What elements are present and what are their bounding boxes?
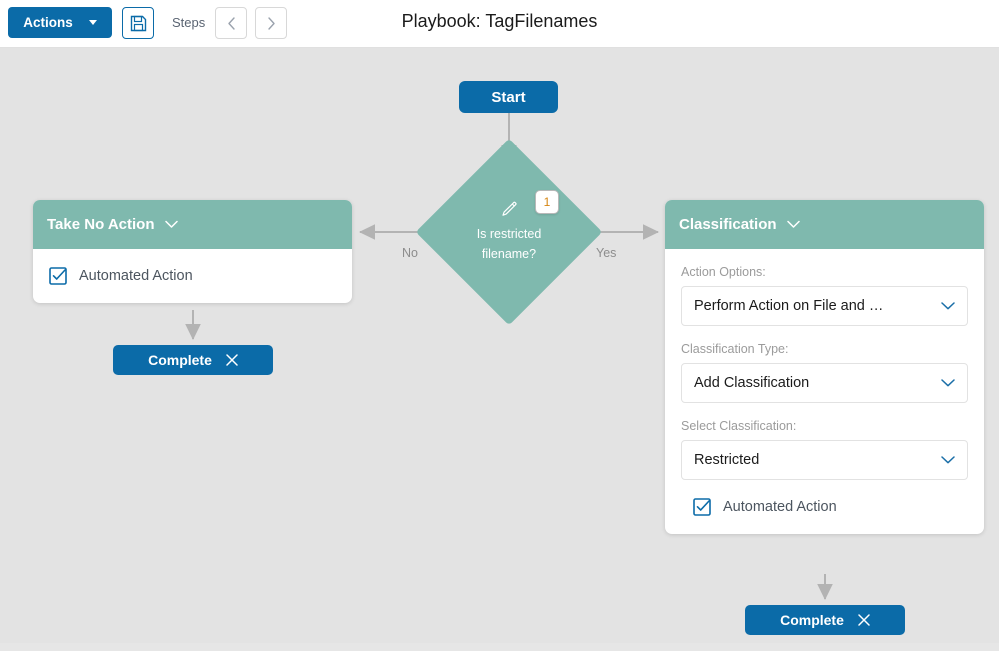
playbook-canvas[interactable]: Start Is restricted filename? 1 No Yes T…	[0, 48, 999, 643]
edge-label-yes: Yes	[596, 246, 617, 260]
field-classification-type-label: Classification Type:	[681, 342, 789, 356]
select-classification-select[interactable]: Restricted	[681, 440, 968, 480]
actions-button[interactable]: Actions	[8, 7, 112, 38]
chevron-down-icon[interactable]	[941, 302, 955, 311]
field-select-classification-label: Select Classification:	[681, 419, 797, 433]
step-number-badge[interactable]: 1	[535, 190, 559, 214]
close-x-icon[interactable]	[858, 614, 870, 626]
node-decision[interactable]: Is restricted filename? 1	[415, 138, 603, 326]
automated-action-label-right: Automated Action	[723, 499, 837, 515]
steps-prev-button[interactable]	[215, 7, 247, 39]
classification-type-select[interactable]: Add Classification	[681, 363, 968, 403]
chevron-right-icon	[267, 16, 275, 30]
pencil-icon[interactable]	[500, 200, 519, 219]
steps-label: Steps	[172, 15, 206, 30]
canvas-bottom-scroll-strip[interactable]	[0, 643, 999, 651]
action-options-select[interactable]: Perform Action on File and …	[681, 286, 968, 326]
decision-label-line2: filename?	[481, 247, 537, 261]
field-action-options: Action Options: Perform Action on File a…	[681, 249, 968, 326]
decision-label-line1: Is restricted	[476, 227, 542, 241]
field-action-options-label: Action Options:	[681, 265, 766, 279]
card-classification-header[interactable]: Classification	[665, 200, 984, 249]
chevron-down-icon[interactable]	[941, 379, 955, 388]
card-take-no-action[interactable]: Take No Action Automated Action	[33, 200, 352, 303]
floppy-disk-save-icon	[130, 15, 146, 31]
node-start[interactable]: Start	[459, 81, 558, 113]
save-button[interactable]	[122, 7, 154, 39]
complete-button-left-label: Complete	[148, 352, 212, 368]
automated-action-label-left: Automated Action	[79, 268, 193, 284]
toolbar: Actions Steps Playbook: TagFilenames	[0, 0, 999, 48]
complete-button-right-label: Complete	[780, 612, 844, 628]
automated-action-checkbox-left[interactable]: Automated Action	[49, 249, 336, 303]
card-take-no-action-title: Take No Action	[47, 216, 155, 233]
close-x-icon[interactable]	[226, 354, 238, 366]
automated-action-checkbox-right[interactable]: Automated Action	[681, 480, 968, 534]
field-select-classification: Select Classification: Restricted	[681, 403, 968, 480]
chevron-down-icon[interactable]	[941, 456, 955, 465]
checked-checkbox-icon	[49, 267, 67, 285]
complete-button-left[interactable]: Complete	[113, 345, 273, 375]
chevron-down-icon[interactable]	[786, 220, 800, 229]
edge-label-no: No	[402, 246, 418, 260]
checked-checkbox-icon	[693, 498, 711, 516]
classification-type-value: Add Classification	[694, 375, 810, 391]
steps-next-button[interactable]	[255, 7, 287, 39]
field-classification-type: Classification Type: Add Classification	[681, 326, 968, 403]
select-classification-value: Restricted	[694, 452, 760, 468]
complete-button-right[interactable]: Complete	[745, 605, 905, 635]
chevron-down-icon	[88, 20, 97, 25]
card-take-no-action-header[interactable]: Take No Action	[33, 200, 352, 249]
action-options-value: Perform Action on File and …	[694, 298, 884, 314]
card-classification[interactable]: Classification Action Options: Perform A…	[665, 200, 984, 534]
actions-button-label: Actions	[23, 15, 73, 30]
node-start-label: Start	[491, 88, 526, 106]
card-classification-title: Classification	[679, 216, 777, 233]
chevron-left-icon	[227, 16, 235, 30]
chevron-down-icon[interactable]	[164, 220, 178, 229]
